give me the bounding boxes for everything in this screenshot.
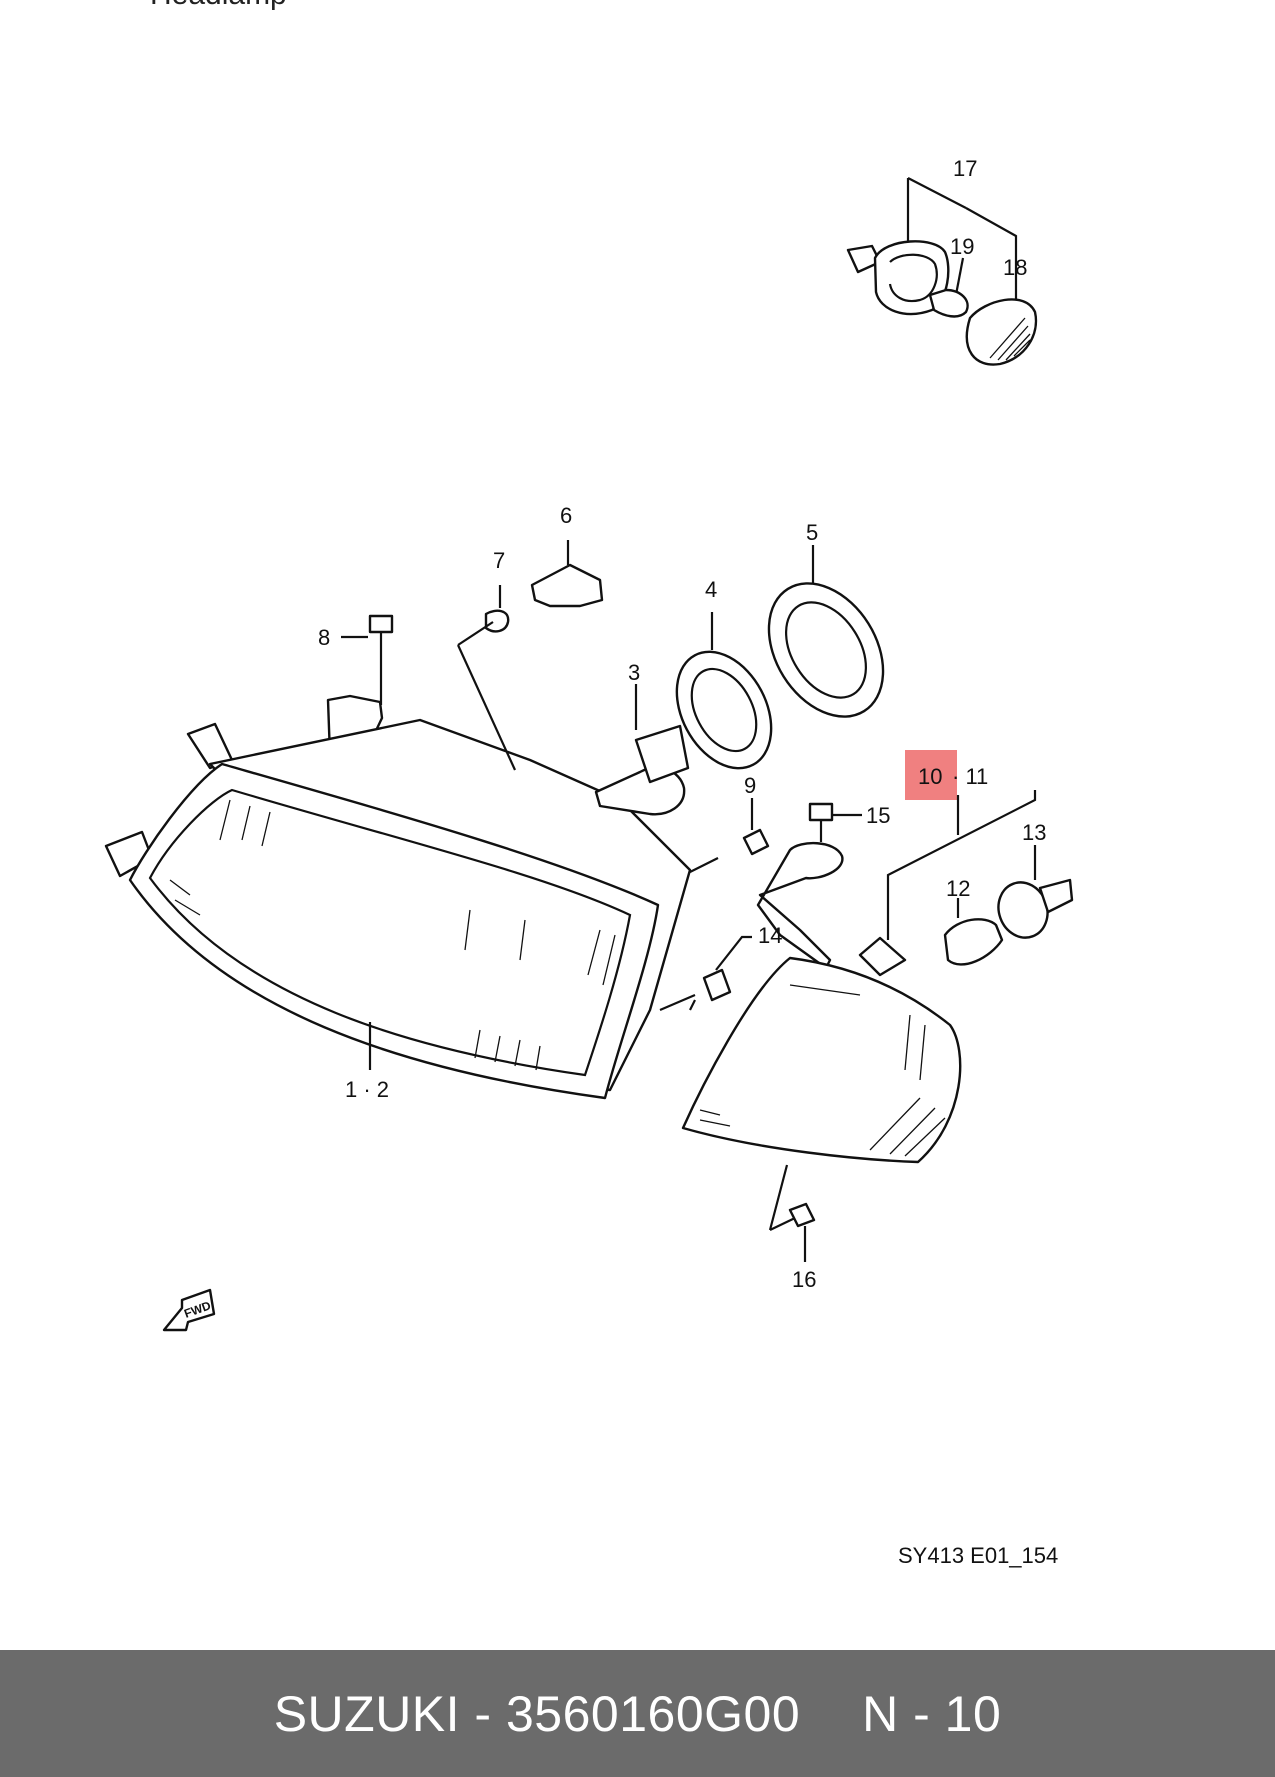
callout-12: 12 — [946, 876, 970, 901]
reference-number-text: N - 10 — [862, 1685, 1002, 1742]
callout-9: 9 — [744, 773, 756, 798]
highlight-marker — [905, 750, 957, 800]
callout-13: 13 — [1022, 820, 1046, 845]
callout-7: 7 — [493, 548, 505, 573]
callout-17: 17 — [953, 156, 977, 181]
callout-16: 16 — [792, 1267, 816, 1292]
corner-lamp-assembly — [681, 936, 962, 1231]
dust-cover-4 — [675, 612, 773, 770]
callout-14: 14 — [758, 923, 782, 948]
callout-8: 8 — [318, 625, 330, 650]
bulb-12 — [943, 898, 1004, 966]
part-number-text: SUZUKI - 3560160G00 — [273, 1685, 801, 1742]
callout-5: 5 — [806, 520, 818, 545]
nut-16 — [788, 1202, 816, 1262]
bolt-15 — [756, 802, 862, 970]
fwd-arrow: FWD — [162, 1288, 216, 1332]
callout-19: 19 — [950, 234, 974, 259]
callout-3: 3 — [628, 660, 640, 685]
headlamp-assembly — [104, 694, 719, 1100]
callout-1-2: 1 · 2 — [345, 1077, 389, 1102]
callout-15: 15 — [866, 803, 890, 828]
socket-13 — [997, 845, 1074, 939]
footer-bar: SUZUKI - 3560160G00 N - 10 — [0, 1650, 1275, 1777]
bulb-3 — [594, 684, 690, 816]
bulb-7 — [456, 585, 517, 771]
diagram-code: SY413 E01_154 — [898, 1543, 1058, 1568]
cut-off-title: Headlamp — [150, 0, 287, 12]
callout-6: 6 — [560, 503, 572, 528]
callout-18: 18 — [1003, 255, 1027, 280]
callout-10: 10 — [918, 764, 942, 789]
retaining-ring-5 — [767, 545, 885, 718]
parts-diagram: 17 19 18 1 · 2 — [104, 156, 1074, 1568]
socket-6 — [530, 540, 604, 608]
clip-14 — [702, 935, 752, 1002]
bolt-8 — [341, 614, 394, 705]
nut-9 — [742, 798, 770, 856]
callout-4: 4 — [705, 577, 717, 602]
side-marker-assembly — [846, 177, 1038, 366]
callout-11: · 11 — [952, 764, 988, 789]
